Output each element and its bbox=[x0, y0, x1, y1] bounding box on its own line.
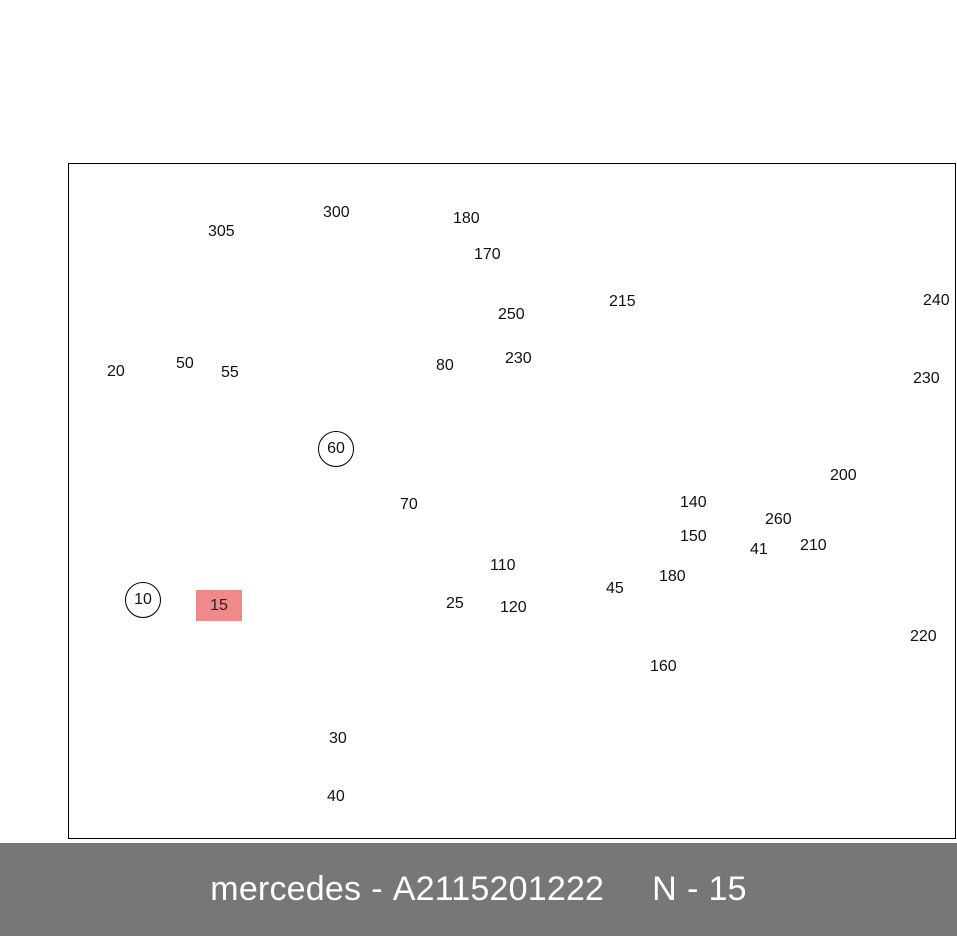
callout-215: 215 bbox=[609, 293, 636, 310]
callout-40: 40 bbox=[327, 788, 345, 805]
footer-separator-2: - bbox=[686, 870, 699, 908]
callout-240: 240 bbox=[923, 292, 950, 309]
footer-ref-prefix: N bbox=[652, 870, 677, 908]
diagram-frame bbox=[68, 163, 956, 839]
callout-200: 200 bbox=[830, 467, 857, 484]
callout-25: 25 bbox=[446, 595, 464, 612]
callout-80: 80 bbox=[436, 357, 454, 374]
callout-170: 170 bbox=[474, 246, 501, 263]
callout-180-lower: 180 bbox=[659, 568, 686, 585]
footer-separator-1: - bbox=[371, 870, 383, 908]
callout-260: 260 bbox=[765, 511, 792, 528]
callout-250: 250 bbox=[498, 306, 525, 323]
callout-10-circle: 10 bbox=[125, 582, 161, 618]
callout-15-highlighted: 15 bbox=[196, 590, 242, 621]
footer-part-number: A2115201222 bbox=[392, 870, 605, 908]
callout-20: 20 bbox=[107, 363, 125, 380]
callout-120: 120 bbox=[500, 599, 527, 616]
callout-300: 300 bbox=[323, 204, 350, 221]
callout-150: 150 bbox=[680, 528, 707, 545]
callout-160: 160 bbox=[650, 658, 677, 675]
callout-60-circle: 60 bbox=[318, 431, 354, 467]
footer-brand: mercedes bbox=[210, 870, 362, 908]
callout-230-right: 230 bbox=[913, 370, 940, 387]
callout-30: 30 bbox=[329, 730, 347, 747]
callout-230-left: 230 bbox=[505, 350, 532, 367]
callout-220: 220 bbox=[910, 628, 937, 645]
callout-110: 110 bbox=[490, 557, 516, 574]
callout-45: 45 bbox=[606, 580, 624, 597]
callout-210: 210 bbox=[800, 537, 827, 554]
callout-41: 41 bbox=[750, 541, 768, 558]
callout-55: 55 bbox=[221, 364, 239, 381]
footer-ref-number: 15 bbox=[708, 870, 747, 908]
callout-180-top: 180 bbox=[453, 210, 480, 227]
callout-50: 50 bbox=[176, 355, 194, 372]
callout-305: 305 bbox=[208, 223, 235, 240]
callout-140: 140 bbox=[680, 494, 707, 511]
callout-70: 70 bbox=[400, 496, 418, 513]
footer-caption: mercedes - A2115201222 N - 15 bbox=[0, 843, 957, 936]
